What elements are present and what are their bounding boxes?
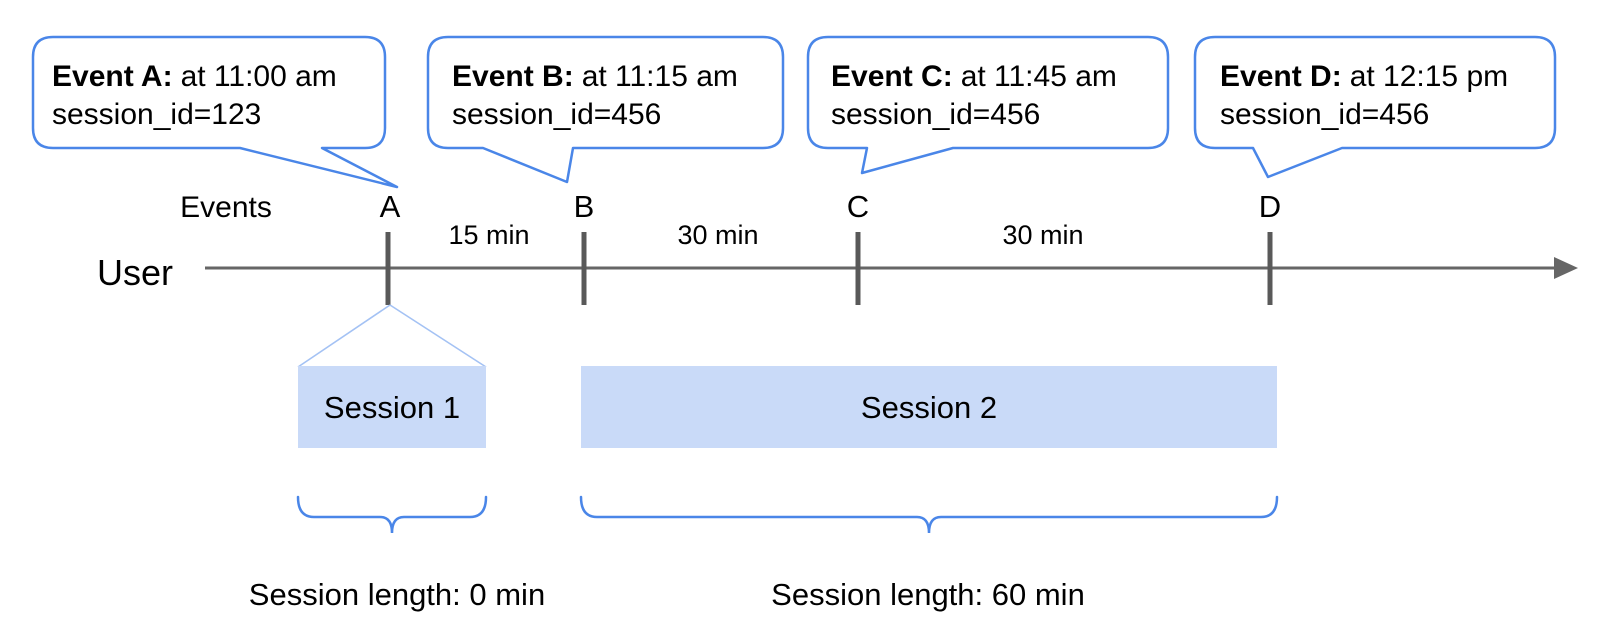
- event-bubble-a: Event A:at 11:00 am session_id=123: [31, 35, 399, 189]
- event-d-title: Event D:: [1220, 60, 1342, 93]
- tick-mark-b: [581, 232, 587, 305]
- event-d-headline: Event D:at 12:15 pm: [1220, 60, 1508, 93]
- event-b-title: Event B:: [452, 60, 574, 93]
- session1-flare-left: [297, 304, 391, 368]
- tick-label-a: A: [380, 189, 401, 224]
- event-b-headline: Event B:at 11:15 am: [452, 60, 738, 93]
- session-1-brace: [296, 495, 488, 534]
- event-bubble-c: Event C:at 11:45 am session_id=456: [806, 35, 1170, 175]
- tick-mark-a: [385, 232, 391, 305]
- interval-label-c-d: 30 min: [1002, 220, 1083, 250]
- tick-label-d: D: [1259, 189, 1281, 224]
- event-b-time: at 11:15 am: [582, 60, 738, 93]
- speech-bubble-d-shape: [1193, 35, 1557, 179]
- timeline-axis-group: [205, 232, 1578, 305]
- session-2-box: Session 2: [581, 366, 1277, 448]
- event-a-title: Event A:: [52, 60, 173, 93]
- tick-label-b: B: [574, 189, 595, 224]
- event-bubble-b: Event B:at 11:15 am session_id=456: [426, 35, 785, 184]
- event-c-session-id: session_id=456: [831, 98, 1040, 131]
- session-1-length-label: Session length: 0 min: [249, 577, 545, 612]
- user-row-label: User: [97, 252, 173, 293]
- event-d-session-id: session_id=456: [1220, 98, 1429, 131]
- speech-bubble-c-shape: [806, 35, 1170, 175]
- event-a-headline: Event A:at 11:00 am: [52, 60, 337, 93]
- session-1-rect: [298, 366, 486, 448]
- event-c-headline: Event C:at 11:45 am: [831, 60, 1117, 93]
- session-2-brace: [579, 495, 1279, 534]
- session-2-rect: [581, 366, 1277, 448]
- tick-mark-d: [1267, 232, 1273, 305]
- session1-flare-right: [389, 304, 487, 368]
- timeline-arrowhead-icon: [1554, 257, 1578, 279]
- event-a-session-id: session_id=123: [52, 98, 261, 131]
- speech-bubble-b-shape: [426, 35, 785, 184]
- events-column-label: Events: [180, 191, 272, 224]
- interval-label-a-b: 15 min: [448, 220, 529, 250]
- event-c-title: Event C:: [831, 60, 953, 93]
- interval-label-b-c: 30 min: [677, 220, 758, 250]
- tick-label-c: C: [847, 189, 869, 224]
- event-a-time: at 11:00 am: [181, 60, 337, 93]
- session-2-label: Session 2: [861, 390, 997, 425]
- session-2-length-label: Session length: 60 min: [771, 577, 1085, 612]
- event-c-time: at 11:45 am: [961, 60, 1117, 93]
- session-1-box: Session 1: [298, 366, 486, 448]
- event-b-session-id: session_id=456: [452, 98, 661, 131]
- event-d-time: at 12:15 pm: [1350, 60, 1508, 93]
- event-bubble-d: Event D:at 12:15 pm session_id=456: [1193, 35, 1557, 179]
- speech-bubble-a-shape: [31, 35, 399, 189]
- tick-mark-c: [855, 232, 861, 305]
- session-1-label: Session 1: [324, 390, 460, 425]
